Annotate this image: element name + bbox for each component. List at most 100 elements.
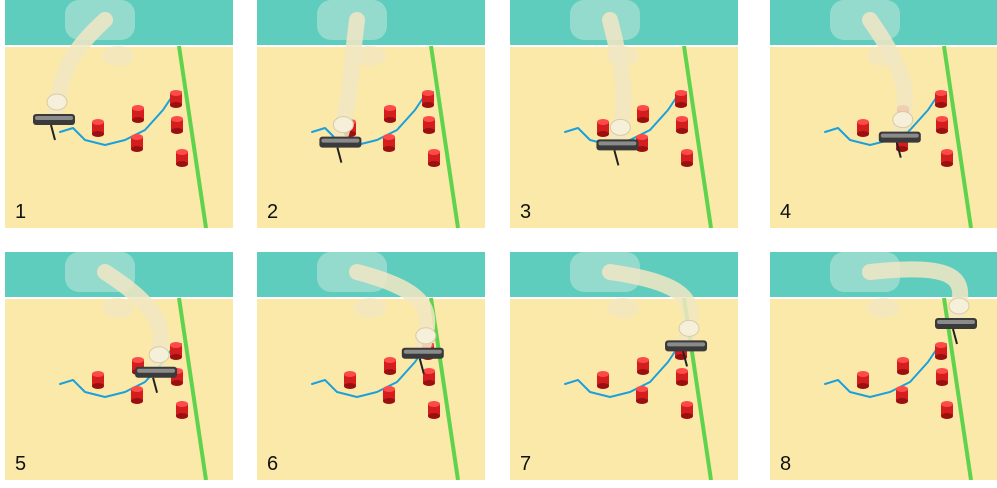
planned-path	[59, 343, 182, 398]
obstacle-cylinder	[92, 119, 104, 137]
boundary-line	[177, 45, 208, 228]
obstacle-cylinder	[383, 134, 395, 152]
obstacle-cylinder	[676, 368, 688, 386]
obstacle-cylinder	[131, 386, 143, 404]
scene-render	[510, 252, 738, 480]
frame-number: 2	[267, 201, 279, 223]
wall-edge	[770, 297, 997, 299]
frame-panel: 7	[510, 252, 738, 480]
gripper	[665, 340, 708, 367]
obstacle-cylinder	[384, 357, 396, 375]
robot-base-ghost	[607, 298, 639, 318]
obstacle-cylinder	[383, 386, 395, 404]
floor	[5, 299, 233, 480]
obstacle-cylinder	[422, 90, 434, 108]
obstacle-cylinder	[936, 368, 948, 386]
floor	[510, 299, 738, 480]
gripper	[596, 139, 639, 166]
robot-arm	[46, 12, 113, 118]
planned-path	[564, 343, 687, 398]
wall-edge	[257, 45, 485, 47]
obstacle-cylinder	[176, 149, 188, 167]
gripper	[135, 366, 178, 394]
obstacle-cylinder	[636, 386, 648, 404]
obstacle-cylinder	[941, 149, 953, 167]
obstacle-cylinder	[936, 116, 948, 134]
planned-path	[824, 343, 947, 398]
wall-edge	[5, 45, 233, 47]
obstacle-cylinder	[857, 371, 869, 389]
obstacle-cylinder	[171, 116, 183, 134]
boundary-line	[177, 297, 208, 480]
gripper	[319, 136, 362, 163]
robot-arm	[862, 12, 914, 136]
gripper	[935, 318, 977, 345]
obstacle-cylinder	[675, 90, 687, 108]
obstacle-cylinder	[896, 386, 908, 404]
planned-path	[59, 91, 182, 146]
wall-edge	[510, 297, 738, 299]
robot-arm	[332, 12, 365, 141]
obstacle-cylinder	[428, 149, 440, 167]
obstacle-cylinder	[637, 357, 649, 375]
obstacle-cylinder	[676, 116, 688, 134]
obstacle-cylinder	[941, 401, 953, 419]
obstacle-cylinder	[935, 90, 947, 108]
scene-render	[257, 0, 485, 228]
frame-panel: 1	[5, 0, 233, 228]
obstacle-cylinder	[423, 116, 435, 134]
scene-render	[770, 0, 997, 228]
frame-number: 3	[520, 201, 532, 223]
frame-number: 6	[267, 453, 279, 475]
robot-base-ghost	[354, 46, 386, 66]
scene-render	[5, 0, 233, 228]
obstacle-cylinder	[176, 401, 188, 419]
robot-arm	[349, 264, 437, 352]
wall-edge	[257, 297, 485, 299]
obstacle-cylinder	[681, 149, 693, 167]
obstacle-cylinder	[637, 105, 649, 123]
frame-number: 4	[780, 201, 792, 223]
scene-render	[5, 252, 233, 480]
robot-base-ghost	[354, 298, 386, 318]
frame-panel: 3	[510, 0, 738, 228]
obstacle-cylinder	[935, 342, 947, 360]
wall-edge	[5, 297, 233, 299]
obstacle-cylinder	[597, 119, 609, 137]
obstacle-cylinder	[428, 401, 440, 419]
frame-panel: 8	[770, 252, 997, 480]
gripper	[878, 131, 921, 158]
robot-arm	[97, 264, 170, 371]
gripper	[33, 114, 75, 141]
obstacle-cylinder	[132, 105, 144, 123]
obstacle-cylinder	[423, 368, 435, 386]
obstacle-cylinder	[897, 357, 909, 375]
obstacle-cylinder	[857, 119, 869, 137]
boundary-line	[429, 45, 460, 228]
obstacle-cylinder	[384, 105, 396, 123]
obstacle-cylinder	[636, 134, 648, 152]
planned-path	[311, 91, 434, 146]
boundary-line	[682, 45, 713, 228]
obstacle-cylinder	[170, 90, 182, 108]
robot-base-ghost	[102, 46, 134, 66]
boundary-line	[942, 45, 973, 228]
frame-number: 1	[15, 201, 27, 223]
robot-base-ghost	[102, 298, 134, 318]
floor	[257, 47, 485, 228]
gripper	[401, 347, 444, 375]
obstacle-cylinder	[92, 371, 104, 389]
frame-number: 8	[780, 453, 792, 475]
frame-number: 5	[15, 453, 27, 475]
robot-arm	[862, 261, 970, 322]
frame-panel: 4	[770, 0, 997, 228]
floor	[5, 47, 233, 228]
robot-arm	[602, 12, 632, 144]
obstacle-cylinder	[681, 401, 693, 419]
obstacle-cylinder	[344, 371, 356, 389]
frame-panel: 6	[257, 252, 485, 480]
floor	[257, 299, 485, 480]
boundary-line	[429, 297, 460, 480]
robot-base-ghost	[867, 298, 899, 318]
